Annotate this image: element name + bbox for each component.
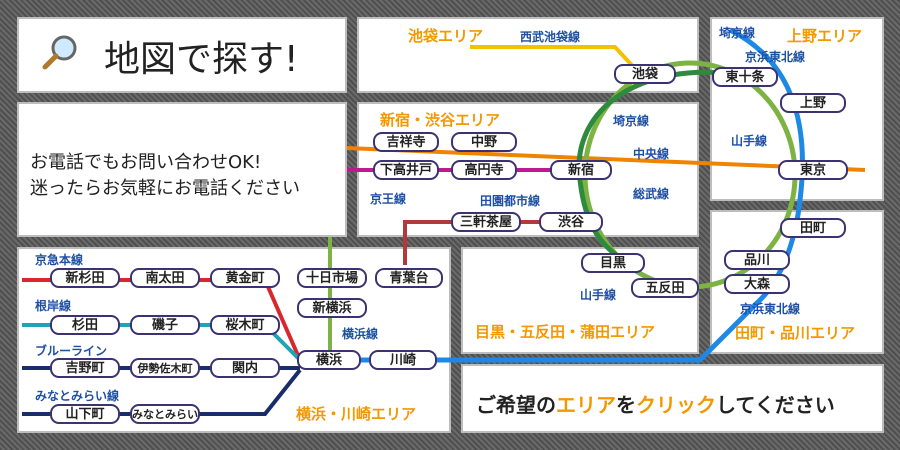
station-koganecho[interactable]: 黄金町 (210, 268, 280, 288)
station-shinjuku[interactable]: 新宿 (550, 160, 612, 180)
line-label-chuo: 中央線 (633, 147, 670, 161)
station-isezakichojamachi[interactable]: 伊勢佐木町 (130, 358, 200, 378)
magnifier-icon (40, 32, 82, 74)
line-label-keihin-bottom: 京浜東北線 (740, 302, 801, 316)
station-minatomirai[interactable]: みなとみらい (130, 404, 200, 424)
station-koenji[interactable]: 高円寺 (451, 160, 517, 180)
area-label-meguro[interactable]: 目黒・五反田・蒲田エリア (475, 323, 656, 341)
line-label-keikyu: 京急本線 (35, 253, 84, 267)
cta-prefix: ご希望の (476, 393, 556, 417)
cta-text: ご希望のエリアをクリックしてください (476, 389, 835, 418)
line-label-saikyo-top: 埼京線 (719, 26, 756, 40)
station-meguro[interactable]: 目黒 (581, 253, 645, 273)
station-omori[interactable]: 大森 (724, 274, 790, 294)
station-yokohama[interactable]: 横浜 (297, 350, 361, 370)
station-higashi-jujo[interactable]: 東十条 (712, 67, 778, 87)
area-label-yokohama[interactable]: 横浜・川崎エリア (296, 405, 417, 423)
line-label-yamanote-bottom: 山手線 (580, 288, 617, 302)
station-yamashitacho[interactable]: 山下町 (50, 404, 120, 424)
area-label-ikebukuro[interactable]: 池袋エリア (408, 27, 484, 45)
page-title: 地図で探す! (104, 39, 299, 80)
station-ikebukuro[interactable]: 池袋 (614, 64, 676, 84)
station-tokyo[interactable]: 東京 (778, 160, 848, 180)
line-label-denentoshi: 田園都市線 (480, 194, 541, 208)
cta-mid: を (616, 393, 636, 417)
contact-line-1: お電話でもお問い合わせOK! (30, 152, 262, 173)
station-kawasaki[interactable]: 川崎 (369, 350, 437, 370)
area-label-tamachi[interactable]: 田町・品川エリア (735, 324, 856, 342)
cta-emphasis-click: クリック (636, 393, 716, 417)
station-kichijoji[interactable]: 吉祥寺 (373, 132, 439, 152)
station-shinsugita[interactable]: 新杉田 (50, 268, 120, 288)
station-yoshinocho[interactable]: 吉野町 (50, 358, 120, 378)
station-shinagawa[interactable]: 品川 (724, 250, 790, 270)
cta-emphasis-area: エリア (556, 393, 616, 417)
station-ueno[interactable]: 上野 (780, 93, 846, 113)
meguro-area-panel[interactable] (461, 247, 699, 354)
station-kannai[interactable]: 関内 (210, 358, 280, 378)
line-label-saikyo-mid: 埼京線 (613, 114, 650, 128)
line-label-negishi: 根岸線 (35, 299, 72, 313)
station-nakano[interactable]: 中野 (451, 132, 517, 152)
station-shimotakaido[interactable]: 下高井戸 (373, 160, 439, 180)
station-shin-yokohama[interactable]: 新横浜 (297, 298, 367, 318)
station-tamachi[interactable]: 田町 (780, 218, 846, 238)
line-label-keio: 京王線 (370, 192, 407, 206)
line-label-minatomirai: みなとみらい線 (35, 389, 120, 403)
station-shibuya[interactable]: 渋谷 (539, 212, 603, 232)
station-minamiota[interactable]: 南太田 (130, 268, 200, 288)
line-label-blueline: ブルーライン (35, 344, 108, 358)
line-label-yokohama: 横浜線 (342, 327, 379, 341)
area-label-ueno[interactable]: 上野エリア (787, 27, 863, 45)
station-sugita[interactable]: 杉田 (50, 315, 120, 335)
line-label-seibu-ikebukuro: 西武池袋線 (520, 30, 581, 44)
cta-suffix: してください (716, 393, 835, 417)
line-label-yamanote-right: 山手線 (731, 134, 768, 148)
station-aobadai[interactable]: 青葉台 (375, 268, 443, 288)
station-isogo[interactable]: 磯子 (130, 315, 200, 335)
station-sangenjaya[interactable]: 三軒茶屋 (451, 212, 521, 232)
contact-line-2: 迷ったらお気軽にお電話ください (30, 178, 300, 199)
contact-panel (17, 102, 347, 237)
area-label-shinjuku[interactable]: 新宿・渋谷エリア (380, 111, 501, 129)
cta-panel (461, 364, 884, 433)
line-label-sobu: 総武線 (633, 187, 670, 201)
station-tokaichiba[interactable]: 十日市場 (297, 268, 367, 288)
line-label-keihin-top: 京浜東北線 (745, 50, 806, 64)
station-gotanda[interactable]: 五反田 (631, 278, 699, 298)
station-sakuragicho[interactable]: 桜木町 (210, 315, 280, 335)
